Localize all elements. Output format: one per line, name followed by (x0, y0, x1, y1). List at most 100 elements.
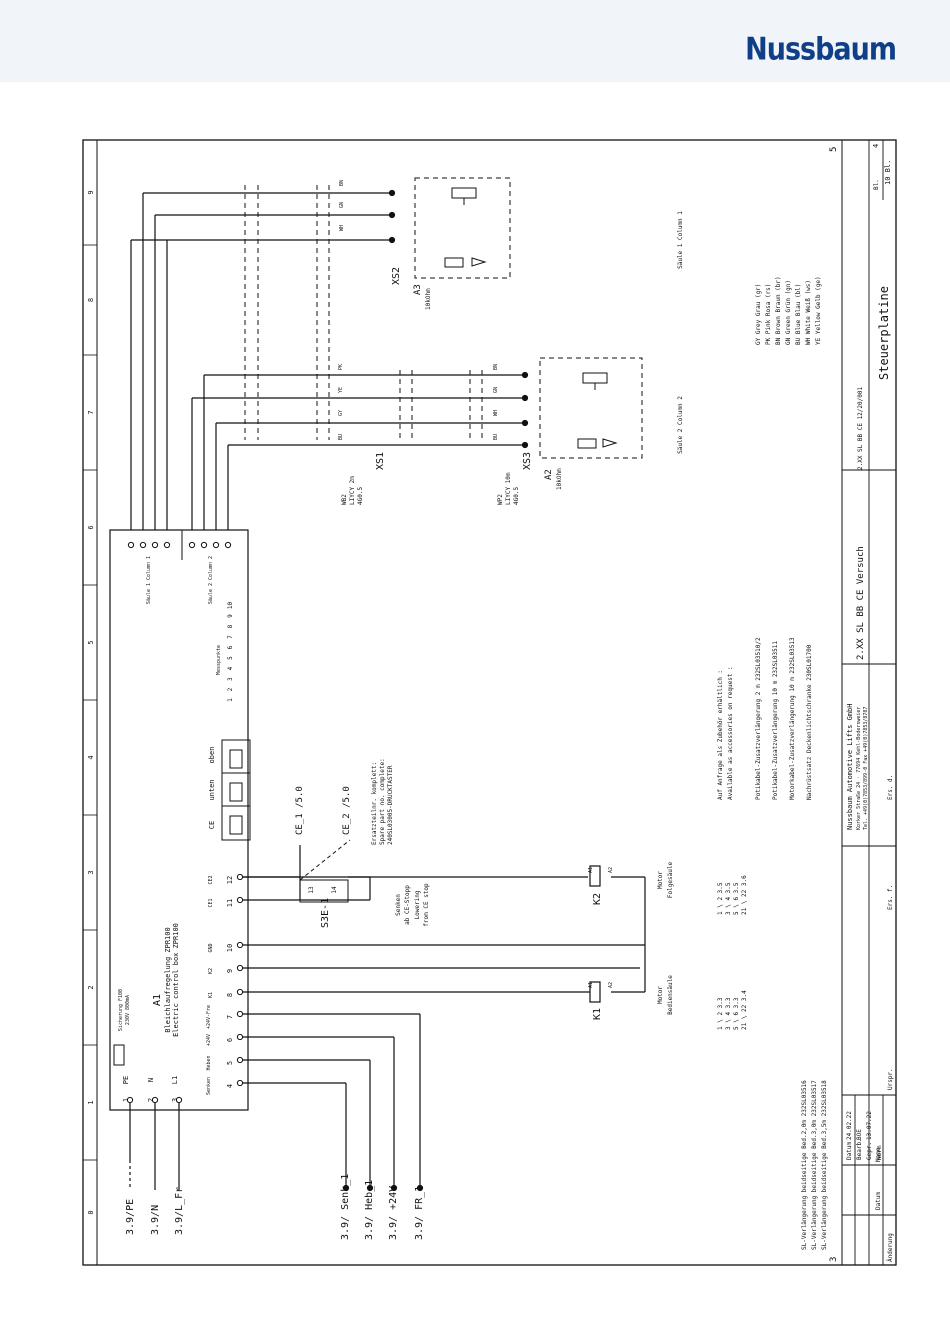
terminal-node (521, 394, 529, 402)
input-label: 3.9/L_Fr (174, 1187, 185, 1235)
relay-k2 (589, 865, 601, 887)
control-box-pin-label: K1 (208, 992, 214, 998)
outer-frame (82, 139, 897, 1266)
measure-number: 2 (227, 687, 234, 691)
fuse-f100 (113, 1044, 125, 1066)
senken-de: Senken (395, 894, 402, 916)
bottom-input-label: 3.9/ Heb_1 (364, 1180, 375, 1240)
terminal-node (236, 941, 244, 949)
tb-row-value: BOE (856, 1129, 863, 1140)
input-pin-label: L1 (171, 1076, 179, 1084)
terminal-node (388, 211, 396, 219)
nussbaum-logo: Nussbaum (745, 31, 897, 68)
motor-label: Motor (657, 986, 664, 1004)
wire-color-tag: PK (338, 364, 344, 370)
bottom-input-label: 3.9/ FR_1 (414, 1186, 425, 1240)
measure-number: 10 (227, 602, 234, 610)
relay-a2: A2 (608, 867, 614, 873)
switch-contact-13: 13 (308, 886, 315, 894)
terminal-node (139, 541, 147, 549)
k2-contact: 21 \ 22 3.6 (741, 875, 748, 915)
plug-xs2: XS2 (391, 267, 402, 285)
bottom-input-pin: 7 (226, 1015, 234, 1019)
column2-sensor: Säule 2 Column 2 (677, 396, 684, 454)
senken-en: Lowering (414, 890, 421, 919)
accessories-title-en: Available as accessories on request : (727, 666, 734, 800)
tb-row-label: Norm (876, 1145, 883, 1160)
color-legend-row: GN Green Grün (gn) (785, 280, 792, 345)
terminal-node (126, 1096, 134, 1104)
ce-label: CE (208, 821, 216, 829)
terminal-node (342, 1184, 350, 1192)
grid-number: 9 (87, 190, 95, 194)
terminal-node (521, 419, 529, 427)
bottom-input-pin: 4 (226, 1084, 234, 1088)
ce-blocks (221, 739, 251, 841)
control-box-pin-label: CE1 (208, 898, 214, 907)
fuse-label: Sicherung F100 (118, 989, 124, 1031)
input-pin: 2 (147, 1098, 155, 1102)
tb-change-1: Datum (875, 1192, 882, 1210)
extension-item: SL-Verlängerung beidseitige Bed.3,0m 232… (811, 1080, 818, 1250)
terminal-node (236, 1079, 244, 1087)
terminal-node (236, 873, 244, 881)
plug-xs1: XS1 (375, 452, 386, 470)
tb-change-0: Änderung (887, 1233, 894, 1262)
spare-en: Spare part no. complete: (379, 758, 386, 845)
wire-color-tag: WH (339, 225, 345, 231)
measure-number: 5 (227, 656, 234, 660)
terminal-node (521, 441, 529, 449)
bottom-input-pin-label: +24V-Fre (206, 1005, 212, 1029)
page-header: Nussbaum (0, 0, 950, 82)
terminal-node (236, 1033, 244, 1041)
column2-label: Säule 2 Column 2 (208, 556, 214, 604)
k1-contact: 5 \ 6 3.3 (733, 997, 740, 1030)
grid-number: 3 (87, 870, 95, 874)
pot-a2 (577, 372, 618, 449)
tb-row-label: Datum (846, 1142, 853, 1160)
spare-de: Ersatzteilnr. komplett: (371, 762, 378, 845)
input-label: 3.9/N (150, 1205, 161, 1235)
color-legend-row: BU Blue Blau (bl) (795, 284, 802, 345)
switch-contact-14: 14 (331, 886, 338, 894)
tb-phone: Tel. +49(0)7853/899-0 Fax +49(0)7853/878… (863, 707, 869, 830)
color-legend-row: WH White Weiß (ws) (805, 280, 812, 345)
bottom-input-pin-label: Heben (206, 1055, 212, 1070)
input-pin: 1 (122, 1098, 130, 1102)
wire-color-tag: YE (338, 387, 344, 393)
motor-label2: Folgesäule (667, 862, 674, 899)
color-legend-row: PK Pink Rosa (rs) (765, 284, 772, 345)
cable-wp2-name: WP2 (497, 494, 504, 505)
tb-page-number: 5 (829, 147, 839, 152)
control-box-designation: A1 (152, 994, 163, 1006)
tb-sheet: 10 Bl. (884, 160, 892, 185)
control-box-pin-label: CE2 (208, 875, 214, 884)
cable-wb2-name: WB2 (341, 494, 348, 505)
measure-number: 4 (227, 666, 234, 670)
sensor-a3-name: A3 (413, 284, 423, 295)
k1-contact: 1 \ 2 3.3 (717, 997, 724, 1030)
wires (129, 192, 646, 1190)
input-pin-label: N (147, 1078, 155, 1082)
accessories-title-de: Auf Anfrage als Zubehör erhältlich : (717, 670, 724, 800)
tb-ers-d: Ers. d. (887, 775, 894, 800)
column1-label: Säule 1 Column 1 (146, 556, 152, 604)
k2-contact: 1 \ 2 3.5 (717, 882, 724, 915)
cable-wb2-spec: 4G0.5 (357, 487, 364, 505)
control-box-pin: 8 (226, 993, 234, 997)
tb-sheet-no: 4 (872, 144, 880, 148)
ce2-label: CE_2 /5.0 (342, 786, 352, 835)
measure-number: 9 (227, 614, 234, 618)
terminal-node (175, 1096, 183, 1104)
ce-label: oben (208, 747, 216, 764)
tb-row-label: Gepr. (866, 1142, 873, 1160)
motor-label2: Bediensäule (667, 975, 674, 1015)
control-box-pin: 9 (226, 969, 234, 973)
tb-ers-f: Ers. f. (887, 885, 894, 910)
terminal-node (200, 541, 208, 549)
switch-s3e-1 (299, 839, 351, 903)
wire-color-tag: GN (493, 387, 499, 393)
input-label: 3.9/PE (125, 1199, 136, 1235)
tb-project: 2.XX SL BB CE Versuch (856, 546, 866, 660)
